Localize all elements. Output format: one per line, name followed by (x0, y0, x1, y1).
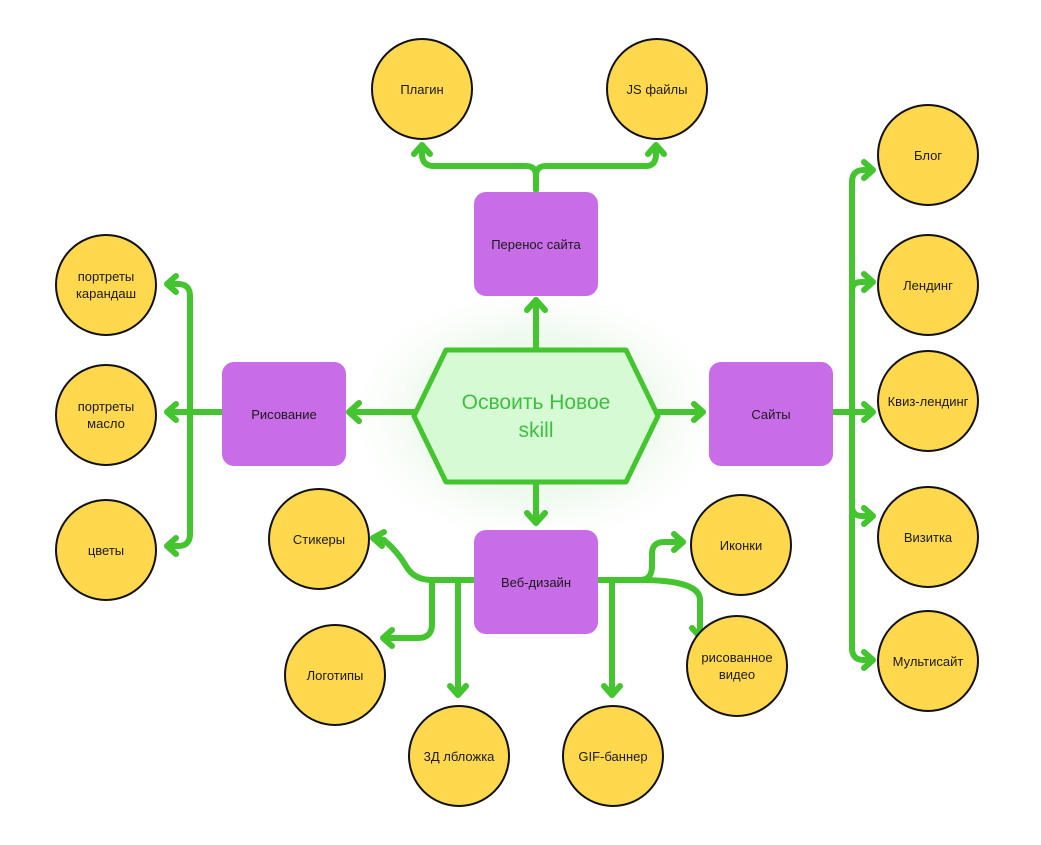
connector-sites-landing (849, 279, 875, 293)
center-hexagon (411, 347, 661, 485)
arrowhead (346, 400, 362, 424)
arrowhead (447, 683, 469, 698)
leaf-gif-banner[interactable]: GIF-баннер (562, 705, 664, 807)
leaf-blog[interactable]: Блог (877, 104, 979, 206)
arrowhead (861, 649, 876, 671)
leaf-stickers[interactable]: Стикеры (268, 488, 370, 590)
leaf-logos[interactable]: Логотипы (284, 624, 386, 726)
connector-sites-multi (849, 503, 875, 663)
leaf-oil-portraits[interactable]: портреты масло (55, 364, 157, 466)
arrowhead (164, 273, 179, 295)
arrowhead (370, 529, 387, 549)
branch-webdesign[interactable]: Веб-дизайн (474, 530, 598, 634)
leaf-flowers[interactable]: цветы (55, 499, 157, 601)
connector-web-logos (381, 577, 435, 641)
leaf-quiz-landing[interactable]: Квиз-лендинг (877, 350, 979, 452)
leaf-js-files[interactable]: JS файлы (606, 38, 708, 140)
connector-transfer-plugin (419, 143, 539, 193)
leaf-landing[interactable]: Лендинг (877, 234, 979, 336)
arrowhead (861, 159, 876, 181)
arrowhead (861, 271, 876, 293)
connector-drawing-pencil (165, 281, 193, 415)
branch-sites[interactable]: Сайты (709, 362, 833, 466)
connector-web-stickers (371, 535, 435, 583)
connector-transfer-js (533, 143, 659, 179)
arrowhead (164, 535, 179, 557)
connector-sites-card (849, 409, 875, 519)
arrowhead (601, 683, 623, 698)
arrowhead (524, 510, 548, 526)
arrowhead (691, 401, 706, 423)
arrowhead (524, 297, 548, 313)
leaf-multisite[interactable]: Мультисайт (877, 610, 979, 712)
arrowhead (411, 142, 433, 157)
arrowhead (164, 401, 179, 423)
arrowhead (861, 401, 876, 423)
leaf-pencil-portraits[interactable]: портреты карандаш (55, 234, 157, 336)
arrowhead (861, 505, 876, 527)
center-topic-label: Освоить Новое skill (461, 390, 611, 442)
connector-drawing-flowers (165, 409, 193, 549)
leaf-icons[interactable]: Иконки (690, 494, 792, 596)
arrowhead (380, 627, 395, 649)
connector-web-video (637, 577, 703, 639)
branch-drawing[interactable]: Рисование (222, 362, 346, 466)
leaf-plugin[interactable]: Плагин (371, 38, 473, 140)
branch-transfer[interactable]: Перенос сайта (474, 192, 598, 296)
arrowhead (671, 531, 686, 553)
connector-sites-blog (849, 167, 875, 415)
leaf-business-card[interactable]: Визитка (877, 486, 979, 588)
arrowhead (645, 142, 667, 157)
leaf-3d-cover[interactable]: 3Д лбложка (408, 705, 510, 807)
leaf-drawn-video[interactable]: рисованное видео (686, 615, 788, 717)
